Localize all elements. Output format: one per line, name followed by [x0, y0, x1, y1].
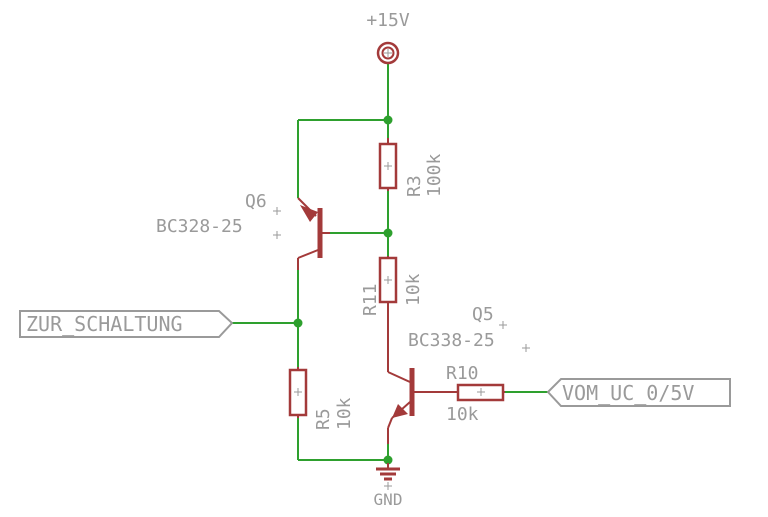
- r10-name: R10: [446, 363, 479, 384]
- supply-label: +15V: [366, 10, 410, 31]
- junctions: [293, 115, 393, 465]
- resistor-r10: R10 10k: [413, 363, 505, 425]
- supply-symbol: +15V: [366, 10, 410, 65]
- port-input-label: VOM_UC_0/5V: [562, 381, 694, 405]
- port-output-label: ZUR_SCHALTUNG: [26, 312, 183, 336]
- junction-dot: [293, 318, 303, 328]
- junction-dot: [383, 228, 393, 238]
- ground-label: GND: [374, 490, 403, 509]
- ground-symbol: GND: [374, 463, 403, 509]
- r11-name: R11: [360, 283, 381, 316]
- transistor-q5: Q5 BC338-25: [387, 304, 530, 444]
- r5-value: 10k: [334, 397, 355, 430]
- q5-name: Q5: [472, 304, 494, 325]
- r3-name: R3: [404, 175, 425, 197]
- q5-value: BC338-25: [408, 330, 495, 351]
- resistor-r11: R11 10k: [360, 256, 424, 372]
- junction-dot: [383, 115, 393, 125]
- r11-value: 10k: [403, 273, 424, 306]
- resistor-r5: R5 10k: [288, 367, 355, 430]
- port-zur-schaltung: ZUR_SCHALTUNG: [19, 310, 234, 338]
- port-vom-uc: VOM_UC_0/5V: [546, 378, 731, 407]
- transistor-q6: Q6 BC328-25: [156, 191, 330, 270]
- r3-value: 100k: [424, 153, 445, 197]
- r5-name: R5: [313, 408, 334, 430]
- q6-value: BC328-25: [156, 216, 243, 237]
- junction-dot: [383, 455, 393, 465]
- q6-name: Q6: [245, 191, 267, 212]
- wires: [232, 64, 548, 463]
- resistor-r3: R3 100k: [378, 138, 445, 197]
- r10-value: 10k: [446, 404, 479, 425]
